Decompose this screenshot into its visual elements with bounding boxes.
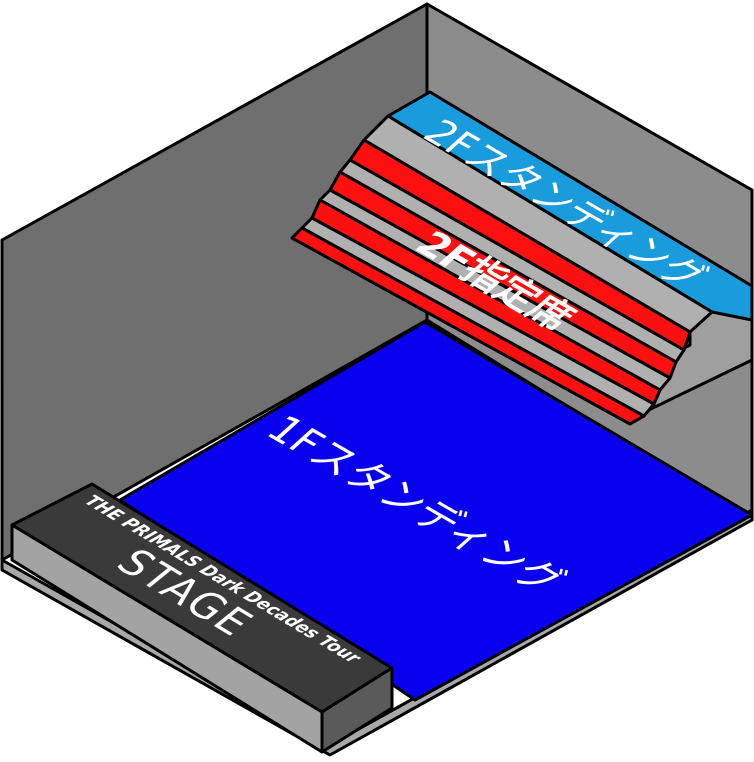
stage-block [10,482,394,754]
reserved-step-red-4 [290,226,646,426]
zone-2f-reserved[interactable] [290,114,714,426]
stage-side [320,666,394,754]
